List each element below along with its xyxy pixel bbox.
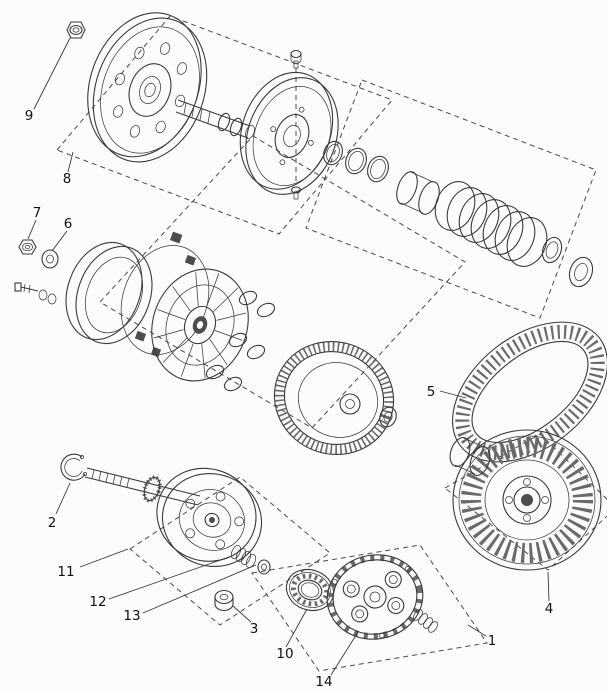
callout-label-3: 3: [250, 621, 259, 637]
bearing-part-10: [285, 568, 335, 612]
washer-part-6: [41, 249, 59, 269]
fan-collar: [449, 437, 491, 476]
callout-label-6: 6: [64, 216, 73, 232]
callout-label-11: 11: [57, 564, 74, 580]
dashed-box-spring-group: [305, 79, 597, 319]
dashed-box-group-8: [56, 15, 393, 235]
small-spring-detail: [413, 609, 438, 633]
torque-spring: [434, 181, 548, 267]
splined-shaft: [175, 99, 255, 140]
fan-drive-face: [452, 429, 602, 571]
dashed-box-group-11: [129, 476, 331, 626]
ramp-plate: [65, 241, 210, 355]
driven-face-disc: [87, 12, 208, 163]
dashed-box-group-1: [251, 544, 488, 672]
spring-collar: [396, 171, 440, 215]
leader-lines: [27, 37, 550, 676]
callout-label-9: 9: [25, 108, 34, 124]
callout-labels: 1 2 3 4 5 6 7 8 9 10 11 12 13 14: [25, 108, 554, 690]
small-bolt-set: [14, 282, 57, 305]
callout-label-2: 2: [48, 515, 57, 531]
drive-belt: [452, 321, 607, 463]
callout-label-4: 4: [545, 601, 554, 617]
dashed-box-variator-group: [99, 135, 466, 429]
callout-label-13: 13: [123, 608, 140, 624]
callout-label-7: 7: [33, 205, 42, 221]
small-spring-part-12: [230, 545, 257, 568]
spring-seat-washers: [541, 236, 594, 288]
slider-clips: [134, 231, 197, 358]
callout-label-1: 1: [488, 633, 497, 649]
nut-part-9: [66, 21, 86, 39]
vent-bolt-upper: [290, 49, 302, 69]
drum-washer: [379, 406, 397, 428]
vent-bolt-lower: [290, 186, 302, 200]
callout-label-10: 10: [276, 646, 293, 662]
callout-label-5: 5: [427, 384, 436, 400]
clutch-assembly-14: [326, 554, 424, 640]
drive-shaft: [84, 467, 201, 506]
callout-label-8: 8: [63, 171, 72, 187]
variator-face: [151, 268, 249, 382]
callout-label-14: 14: [315, 674, 332, 690]
roller-weights: [205, 290, 276, 392]
o-rings: [323, 140, 389, 183]
pulley-face-hub: [239, 71, 339, 195]
washer-part-13: [257, 559, 271, 575]
circlip-part-2: [60, 453, 87, 481]
callout-label-12: 12: [89, 594, 106, 610]
nut-part-7: [18, 239, 37, 255]
clutch-drum: [273, 340, 395, 456]
flywheel-disc: [156, 467, 263, 568]
nut-part-3: [214, 589, 234, 612]
